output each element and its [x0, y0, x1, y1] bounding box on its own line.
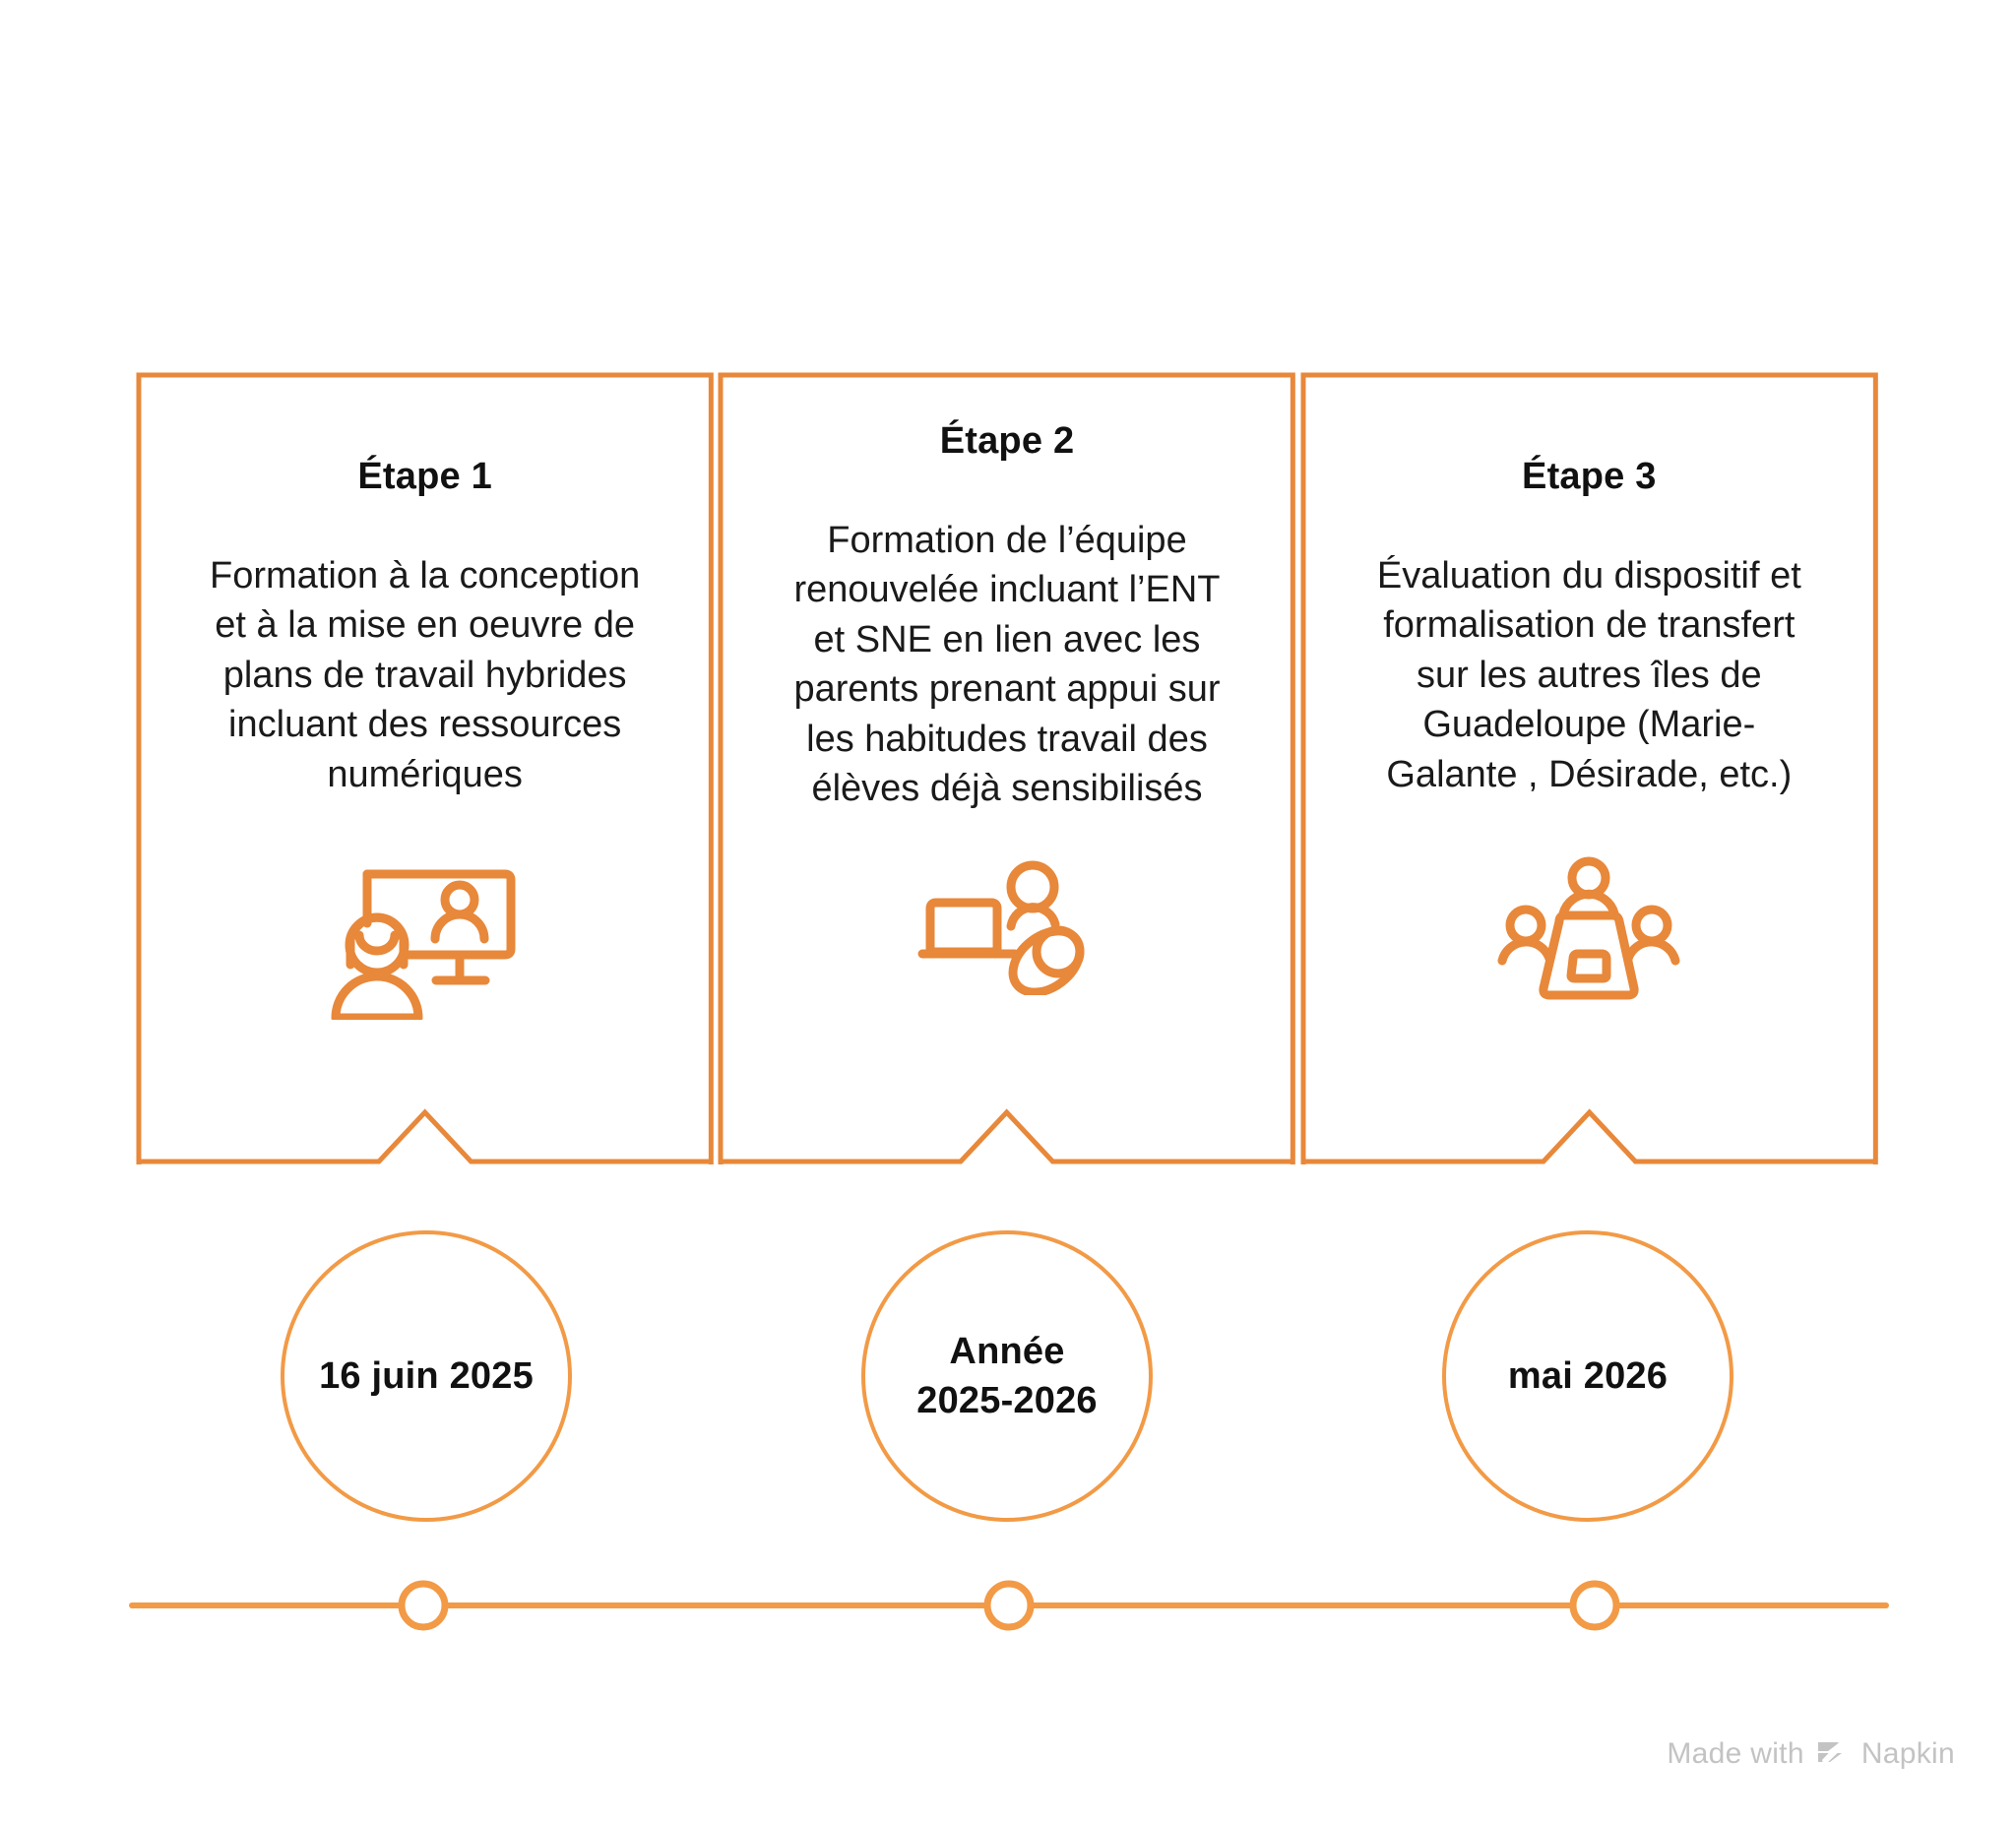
step-card-1[interactable]: Étape 1 Formation à la conception et à l…: [136, 372, 714, 1164]
step-card-2[interactable]: Étape 2 Formation de l’équipe renouvelée…: [718, 372, 1296, 1164]
watermark-made-with-text: Made with: [1667, 1737, 1804, 1770]
date-circle-2[interactable]: Année 2025-2026: [861, 1230, 1153, 1522]
watermark-brand-text: Napkin: [1860, 1737, 1955, 1770]
date-circle-1-label: 16 juin 2025: [319, 1354, 534, 1397]
step-card-2-title: Étape 2: [939, 420, 1075, 462]
napkin-logo-icon: [1816, 1739, 1850, 1769]
step-cards-row: Étape 1 Formation à la conception et à l…: [136, 372, 1878, 1164]
step-card-2-body: Formation de l’équipe renouvelée incluan…: [793, 519, 1221, 810]
step-card-1-title: Étape 1: [357, 456, 492, 497]
person-with-monitor-icon: [322, 862, 529, 1021]
date-circle-cell-2: Année 2025-2026: [717, 1228, 1297, 1524]
step-card-3-body: Évaluation du dispositif et formalisatio…: [1376, 554, 1801, 795]
laptop-with-two-people-icon: [909, 857, 1105, 995]
napkin-watermark: Made with Napkin: [1667, 1737, 1955, 1771]
step-card-3-content: Étape 3 Évaluation du dispositif et form…: [1300, 372, 1878, 1164]
step-card-3-textblock: Étape 3 Évaluation du dispositif et form…: [1326, 455, 1853, 799]
step-card-2-textblock: Étape 2 Formation de l’équipe renouvelée…: [743, 419, 1270, 814]
date-circle-cell-1: 16 juin 2025: [136, 1228, 717, 1524]
date-circle-3[interactable]: mai 2026: [1442, 1230, 1733, 1522]
date-circle-1[interactable]: 16 juin 2025: [281, 1230, 572, 1522]
step-card-1-body: Formation à la conception et à la mise e…: [210, 554, 641, 795]
step-card-3[interactable]: Étape 3 Évaluation du dispositif et form…: [1300, 372, 1878, 1164]
date-circle-3-label: mai 2026: [1507, 1354, 1669, 1397]
date-circles-row: 16 juin 2025 Année 2025-2026 mai 2026: [136, 1228, 1878, 1524]
date-circle-2-label: Année 2025-2026: [916, 1330, 1098, 1421]
timeline-node-3: [1569, 1580, 1620, 1631]
step-card-2-content: Étape 2 Formation de l’équipe renouvelée…: [718, 372, 1295, 1164]
timeline-node-1: [398, 1580, 449, 1631]
timeline-axis: [128, 1571, 1890, 1640]
date-circle-cell-3: mai 2026: [1297, 1228, 1878, 1524]
meeting-table-three-people-icon: [1490, 856, 1687, 1004]
step-card-3-title: Étape 3: [1522, 456, 1657, 497]
step-card-1-content: Étape 1 Formation à la conception et à l…: [136, 372, 714, 1164]
timeline-node-2: [983, 1580, 1035, 1631]
step-card-1-textblock: Étape 1 Formation à la conception et à l…: [161, 455, 688, 799]
